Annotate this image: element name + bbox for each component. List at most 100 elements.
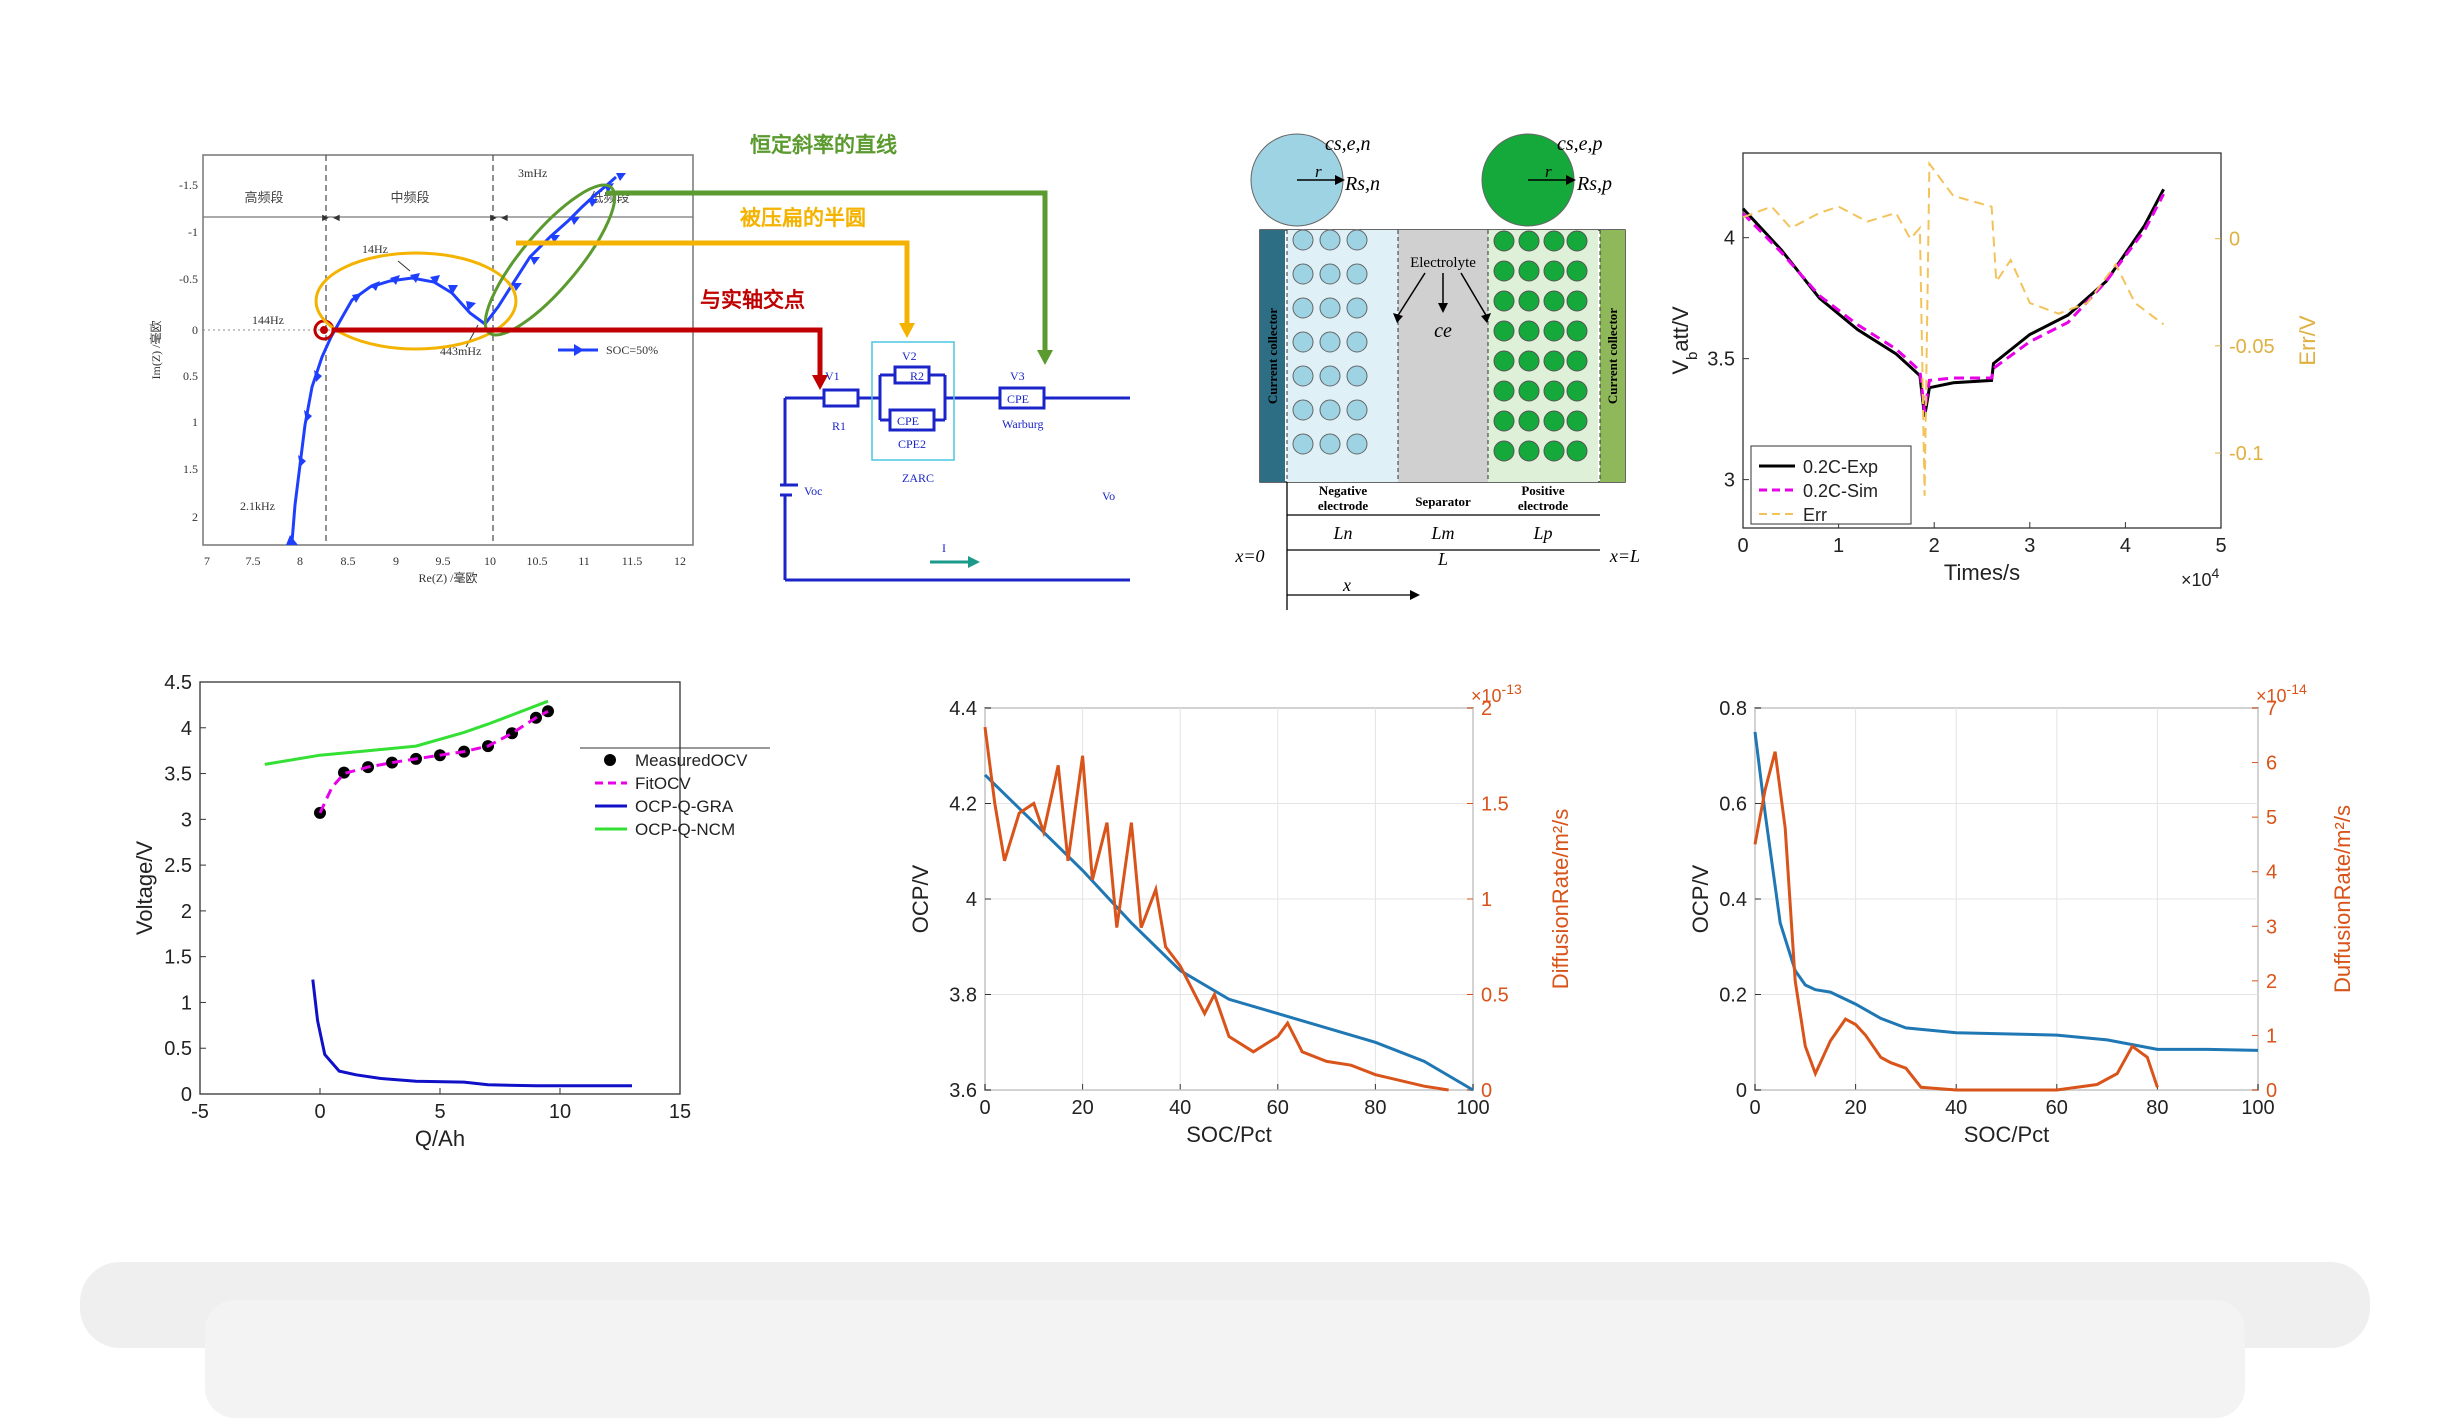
y-tick-label: 0 bbox=[181, 1084, 192, 1106]
eis-nyquist-panel: 高频段 中频段 低频段 ►◄ ►◄ -1.5 -1 -0.5 0 0.5 1 1… bbox=[148, 133, 1053, 585]
pos-particle-dot bbox=[1493, 230, 1515, 252]
legend-box bbox=[1750, 445, 1912, 525]
annotation-straight-line: 恒定斜率的直线 bbox=[750, 133, 897, 157]
neg-particle-dot bbox=[1292, 433, 1314, 455]
background-card-lower bbox=[205, 1300, 2245, 1418]
cc-right bbox=[1600, 230, 1625, 482]
y-tick-label: 2.5 bbox=[164, 855, 192, 877]
pos-particle-dot bbox=[1493, 320, 1515, 342]
pos-particle-dot bbox=[1518, 440, 1540, 462]
neg-particle-dot bbox=[1319, 263, 1341, 285]
x-axis-label: Times/s bbox=[1944, 560, 2020, 585]
x-tick-label: 4 bbox=[2120, 535, 2131, 557]
y-axis-label: OCP/V bbox=[1688, 864, 1713, 933]
neg-label-1: Negative bbox=[1319, 483, 1368, 498]
x-tick-label: 5 bbox=[434, 1101, 445, 1123]
legend-label: OCP-Q-GRA bbox=[635, 797, 734, 816]
separator bbox=[1398, 230, 1488, 482]
neg-particle-dot bbox=[1346, 297, 1368, 319]
eis-legend: SOC=50% bbox=[606, 343, 658, 357]
circuit-warburg: Warburg bbox=[1002, 417, 1043, 431]
lp-label: Lp bbox=[1532, 523, 1552, 543]
x-tick-label: 20 bbox=[1071, 1097, 1093, 1119]
circuit-v2: V2 bbox=[902, 349, 917, 363]
pos-particle-dot bbox=[1566, 320, 1588, 342]
neg-particle-dot bbox=[1346, 331, 1368, 353]
y-tick-label: 2 bbox=[181, 901, 192, 923]
y2-axis-label: DiffusionRate/m²/s bbox=[1548, 809, 1573, 990]
neg-particle-dot bbox=[1346, 229, 1368, 251]
neg-particle-dot bbox=[1319, 433, 1341, 455]
cc-left-label: Current collector bbox=[1265, 308, 1280, 404]
pos-particle-dot bbox=[1543, 440, 1565, 462]
cc-right-label: Current collector bbox=[1605, 308, 1620, 404]
data-point bbox=[314, 806, 326, 819]
pos-particle-dot bbox=[1518, 320, 1540, 342]
x-axis-label: Q/Ah bbox=[415, 1126, 465, 1151]
legend-label: OCP-Q-NCM bbox=[635, 820, 735, 839]
y2-multiplier: ×10-13 bbox=[1471, 681, 1522, 706]
eis-ylabel: Im(Z) /毫欧 bbox=[148, 321, 163, 380]
series-line bbox=[264, 699, 549, 766]
eis-xtick: 8 bbox=[297, 554, 303, 568]
pos-particle-dot bbox=[1543, 230, 1565, 252]
legend-label: 0.2C-Sim bbox=[1803, 481, 1878, 501]
x-tick-label: 80 bbox=[1364, 1097, 1386, 1119]
L-label: L bbox=[1437, 549, 1448, 569]
pos-particle-dot bbox=[1518, 260, 1540, 282]
freq-label: 2.1kHz bbox=[240, 499, 275, 513]
eis-xtick: 8.5 bbox=[341, 554, 356, 568]
plot-area bbox=[199, 681, 681, 1095]
series-line bbox=[311, 979, 632, 1088]
svg-text:►◄: ►◄ bbox=[320, 212, 342, 224]
y-axis-label: Vbatt/V bbox=[1668, 306, 1701, 375]
label-csep: cs,e,p bbox=[1557, 133, 1603, 155]
label-r-p: r bbox=[1545, 162, 1552, 181]
x-tick-label: 100 bbox=[1456, 1097, 1489, 1119]
x-tick-label: 5 bbox=[2215, 535, 2226, 557]
y-tick-label: 4 bbox=[966, 889, 977, 911]
y2-tick-label: 5 bbox=[2266, 807, 2277, 829]
pos-particle-dot bbox=[1493, 440, 1515, 462]
x-tick-label: 40 bbox=[1945, 1097, 1967, 1119]
series-line bbox=[1753, 751, 2159, 1092]
pos-particle-dot bbox=[1543, 380, 1565, 402]
eis-xtick: 7 bbox=[204, 554, 210, 568]
eis-xtick: 7.5 bbox=[246, 554, 261, 568]
region-high: 高频段 bbox=[244, 190, 283, 205]
neg-particle-dot bbox=[1292, 399, 1314, 421]
y2-tick-label: 0 bbox=[2266, 1080, 2277, 1102]
series-line bbox=[318, 709, 549, 814]
y2-tick-label: 0 bbox=[1481, 1080, 1492, 1102]
circuit-voc: Voc bbox=[804, 484, 822, 498]
neg-label-2: electrode bbox=[1318, 498, 1369, 513]
pos-particle-dot bbox=[1493, 380, 1515, 402]
series-line bbox=[1753, 731, 2259, 1052]
pos-particle-dot bbox=[1566, 290, 1588, 312]
x-tick-label: 0 bbox=[314, 1101, 325, 1123]
eis-xtick: 12 bbox=[674, 554, 686, 568]
circuit-cpe-w: CPE bbox=[1007, 392, 1029, 406]
eis-ytick: -1 bbox=[188, 225, 198, 239]
y2-tick-label: 0.5 bbox=[1481, 985, 1509, 1007]
x-tick-label: 3 bbox=[2024, 535, 2035, 557]
neg-particle-dot bbox=[1292, 229, 1314, 251]
y-tick-label: 3 bbox=[1724, 470, 1735, 492]
neg-particle-dot bbox=[1346, 263, 1368, 285]
label-r-n: r bbox=[1315, 162, 1322, 181]
x-label: x bbox=[1342, 575, 1351, 595]
x-multiplier: ×104 bbox=[2181, 565, 2220, 590]
circuit-vo: Vo bbox=[1102, 489, 1115, 503]
pos-particle-dot bbox=[1543, 350, 1565, 372]
x-tick-label: 2 bbox=[1929, 535, 1940, 557]
x-tick-label: 20 bbox=[1844, 1097, 1866, 1119]
neg-particle-dot bbox=[1319, 297, 1341, 319]
x-tick-label: 40 bbox=[1169, 1097, 1191, 1119]
y-tick-label: 0.4 bbox=[1719, 889, 1747, 911]
x-axis-label: SOC/Pct bbox=[1186, 1122, 1272, 1147]
y-tick-label: 0.2 bbox=[1719, 985, 1747, 1007]
pos-particle-dot bbox=[1566, 350, 1588, 372]
x-tick-label: 0 bbox=[1749, 1097, 1760, 1119]
y2-tick-label: 1.5 bbox=[1481, 794, 1509, 816]
